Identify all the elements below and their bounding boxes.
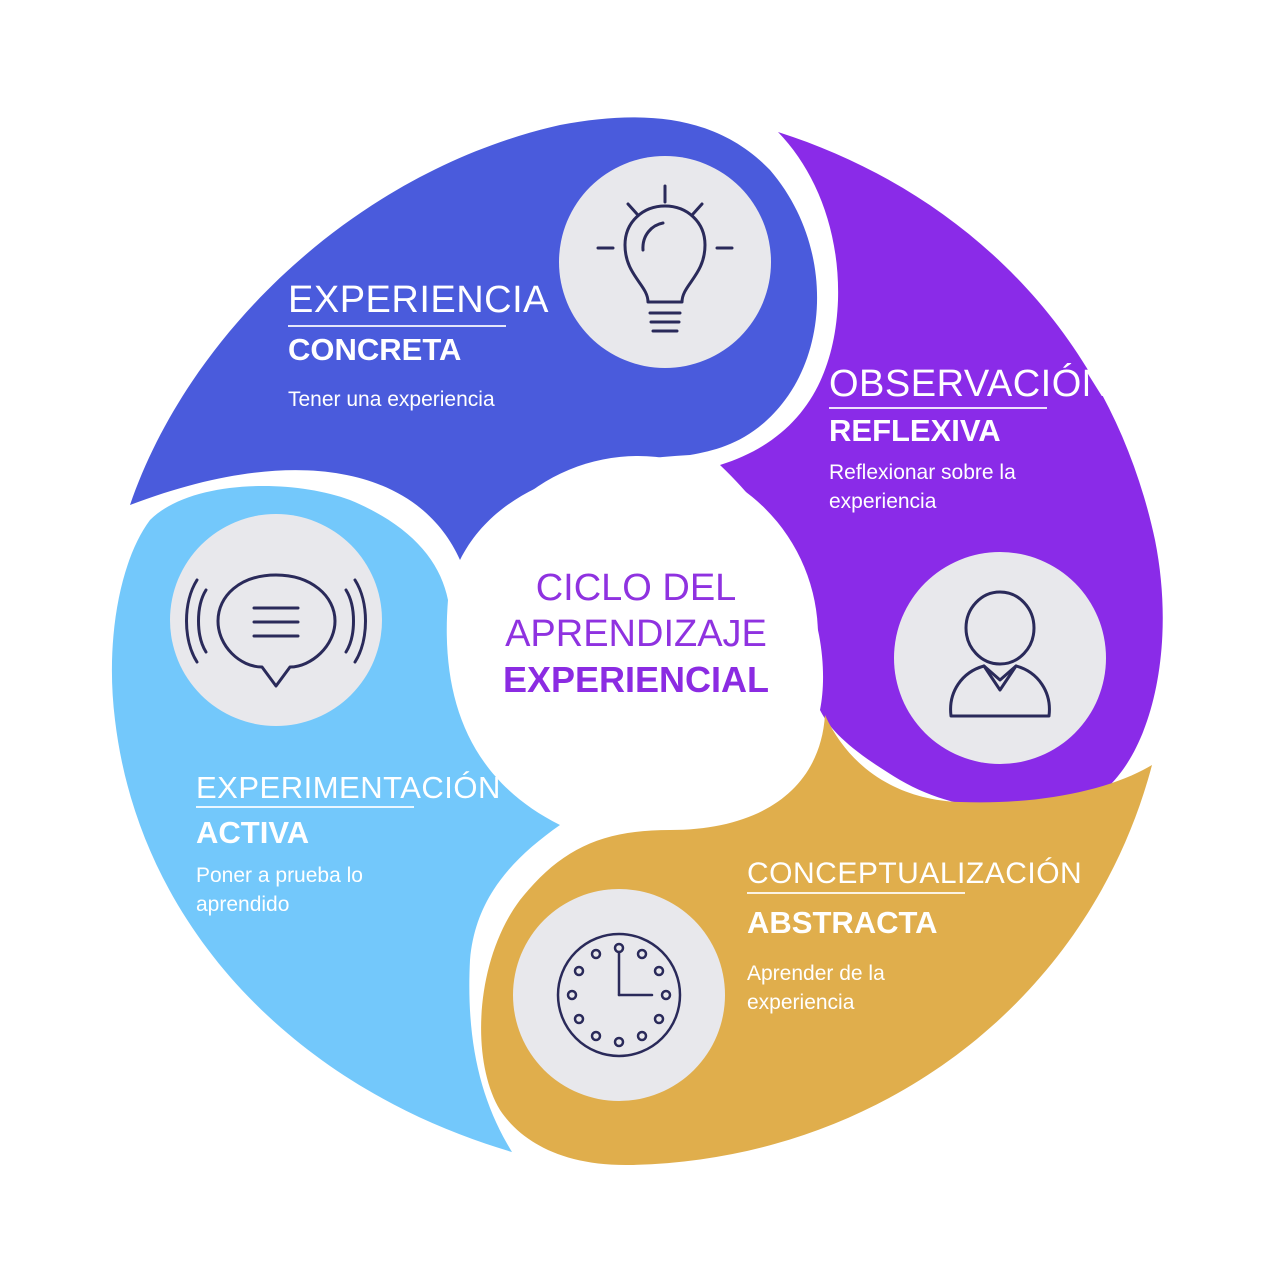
stage-description-reflexiva: Reflexionar sobre la experiencia bbox=[829, 461, 1016, 513]
stage-description-concreta: Tener una experiencia bbox=[288, 388, 495, 411]
divider-line bbox=[829, 407, 1047, 409]
divider-line bbox=[747, 892, 965, 894]
center-title: CICLO DEL APRENDIZAJE EXPERIENCIAL bbox=[426, 565, 846, 703]
speech-bubble-icon bbox=[170, 514, 382, 726]
stage-subheading-abstracta: ABSTRACTA bbox=[747, 905, 938, 940]
center-circle bbox=[458, 456, 818, 816]
divider-line bbox=[288, 325, 506, 327]
stage-heading-conceptualizacion: CONCEPTUALIZACIÓN bbox=[747, 857, 1083, 890]
stage-subheading-reflexiva: REFLEXIVA bbox=[829, 413, 1001, 448]
stage-subheading-activa: ACTIVA bbox=[196, 815, 310, 850]
stage-heading-experiencia: EXPERIENCIA bbox=[288, 279, 550, 321]
stage-heading-observacion: OBSERVACIÓN bbox=[829, 363, 1110, 405]
center-title-line2: APRENDIZAJE bbox=[505, 613, 767, 655]
divider-line bbox=[196, 806, 414, 808]
lightbulb-icon bbox=[559, 156, 771, 368]
center-title-line1: CICLO DEL bbox=[535, 567, 737, 609]
stage-description-activa: Poner a prueba lo aprendido bbox=[196, 864, 363, 916]
center-title-line3: EXPERIENCIAL bbox=[502, 659, 770, 700]
person-icon bbox=[894, 552, 1106, 764]
stage-description-abstracta: Aprender de la experiencia bbox=[747, 962, 885, 1014]
clock-icon bbox=[513, 889, 725, 1101]
stage-subheading-concreta: CONCRETA bbox=[288, 332, 462, 367]
stage-heading-experimentacion: EXPERIMENTACIÓN bbox=[196, 770, 501, 805]
